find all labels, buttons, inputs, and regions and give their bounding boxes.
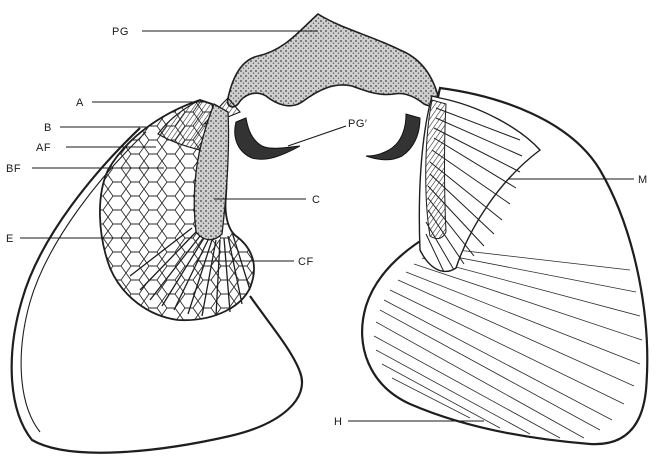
label-af: AF (36, 142, 51, 154)
label-m: M (638, 174, 648, 186)
label-pg: PG (112, 26, 129, 38)
label-a: A (76, 97, 84, 109)
leader-pg-prime (288, 126, 346, 146)
label-bf: BF (6, 163, 21, 175)
label-cf: CF (298, 256, 314, 268)
label-pg-prime: PG′ (348, 118, 367, 130)
label-e: E (6, 233, 14, 245)
label-b: B (44, 122, 52, 134)
label-c: C (312, 194, 320, 206)
label-h: H (334, 416, 342, 428)
